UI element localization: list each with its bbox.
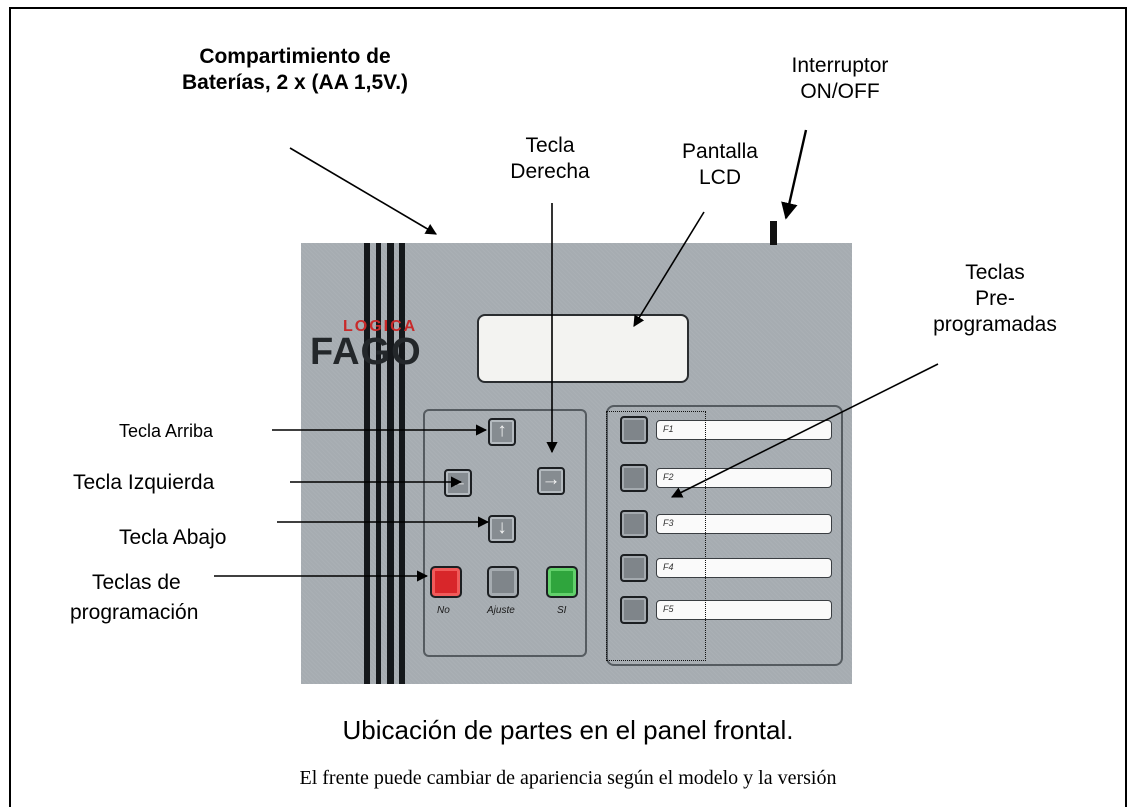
caption-title: Ubicación de partes en el panel frontal.	[342, 715, 794, 745]
f1-key[interactable]	[620, 416, 648, 444]
switch-arrow	[781, 129, 808, 220]
right-key-label: Tecla Derecha	[480, 133, 620, 185]
no-key-label: No	[437, 605, 450, 616]
f3-label: F3	[663, 518, 674, 528]
right-arrow-key[interactable]: →	[537, 467, 565, 495]
left-key-label: Tecla Izquierda	[73, 471, 215, 494]
ajuste-key-label: Ajuste	[487, 605, 515, 616]
f4-label: F4	[663, 562, 674, 572]
preprog-label-line3: programadas	[933, 313, 1057, 336]
preprog-label-line2: Pre-	[975, 287, 1015, 310]
panel-stripe	[364, 243, 370, 684]
preprogrammed-keys-label: Teclas Pre- programadas	[920, 260, 1070, 338]
power-switch-label: Interruptor ON/OFF	[770, 53, 910, 105]
brand-fago-logo: FAGO	[310, 331, 422, 373]
up-arrow-key[interactable]: ↑	[488, 418, 516, 446]
lcd-arrow	[633, 211, 705, 327]
f5-label-strip: F5	[656, 600, 832, 620]
function-keys-highlight	[606, 411, 706, 661]
lcd-label-line1: Pantalla	[682, 140, 758, 163]
up-key-label: Tecla Arriba	[119, 421, 214, 441]
function-key-group	[606, 405, 843, 666]
f3-label-strip: F3	[656, 514, 832, 534]
switch-label-line1: Interruptor	[791, 54, 889, 77]
right-key-label-line1: Tecla	[525, 134, 575, 157]
down-arrow-key[interactable]: ↓	[488, 515, 516, 543]
f1-label-strip: F1	[656, 420, 832, 440]
f5-label: F5	[663, 604, 674, 614]
caption-subtitle: El frente puede cambiar de apariencia se…	[299, 767, 837, 789]
power-switch[interactable]	[770, 221, 777, 245]
preprog-arrow	[670, 363, 939, 498]
si-key[interactable]	[546, 566, 578, 598]
f4-label-strip: F4	[656, 558, 832, 578]
f1-label: F1	[663, 424, 674, 434]
f2-key[interactable]	[620, 464, 648, 492]
panel-stripe	[387, 243, 394, 684]
lcd-label-line2: LCD	[698, 166, 741, 189]
no-key[interactable]	[430, 566, 462, 598]
right-key-label-line2: Derecha	[510, 160, 590, 183]
f4-key[interactable]	[620, 554, 648, 582]
lcd-label: Pantalla LCD	[655, 139, 785, 191]
front-panel: LOGICA FAGO ↑ ← → ↓ No Ajuste SI F1 F2 F…	[301, 243, 852, 684]
battery-label-line2: Baterías, 2 x (AA 1,5V.)	[181, 71, 409, 94]
f5-key[interactable]	[620, 596, 648, 624]
battery-label-line1: Compartimiento de	[199, 45, 391, 68]
lcd-screen	[477, 314, 689, 383]
panel-stripe	[376, 243, 381, 684]
battery-arrow	[289, 147, 437, 235]
si-key-label: SI	[557, 605, 567, 616]
prog-label-line1: Teclas de	[92, 571, 181, 594]
ajuste-key[interactable]	[487, 566, 519, 598]
f3-key[interactable]	[620, 510, 648, 538]
panel-stripe	[399, 243, 405, 684]
f2-label: F2	[663, 472, 674, 482]
switch-label-line2: ON/OFF	[800, 80, 880, 103]
preprog-label-line1: Teclas	[965, 261, 1025, 284]
programming-keys-label: Teclas de programación	[70, 568, 198, 628]
navigation-key-group	[423, 409, 587, 657]
down-key-label: Tecla Abajo	[119, 526, 227, 549]
figure-frame	[9, 7, 1127, 807]
prog-label-line2: programación	[70, 601, 199, 624]
brand-logica-logo: LOGICA	[343, 318, 418, 335]
battery-compartment-label: Compartimiento de Baterías, 2 x (AA 1,5V…	[150, 44, 440, 96]
